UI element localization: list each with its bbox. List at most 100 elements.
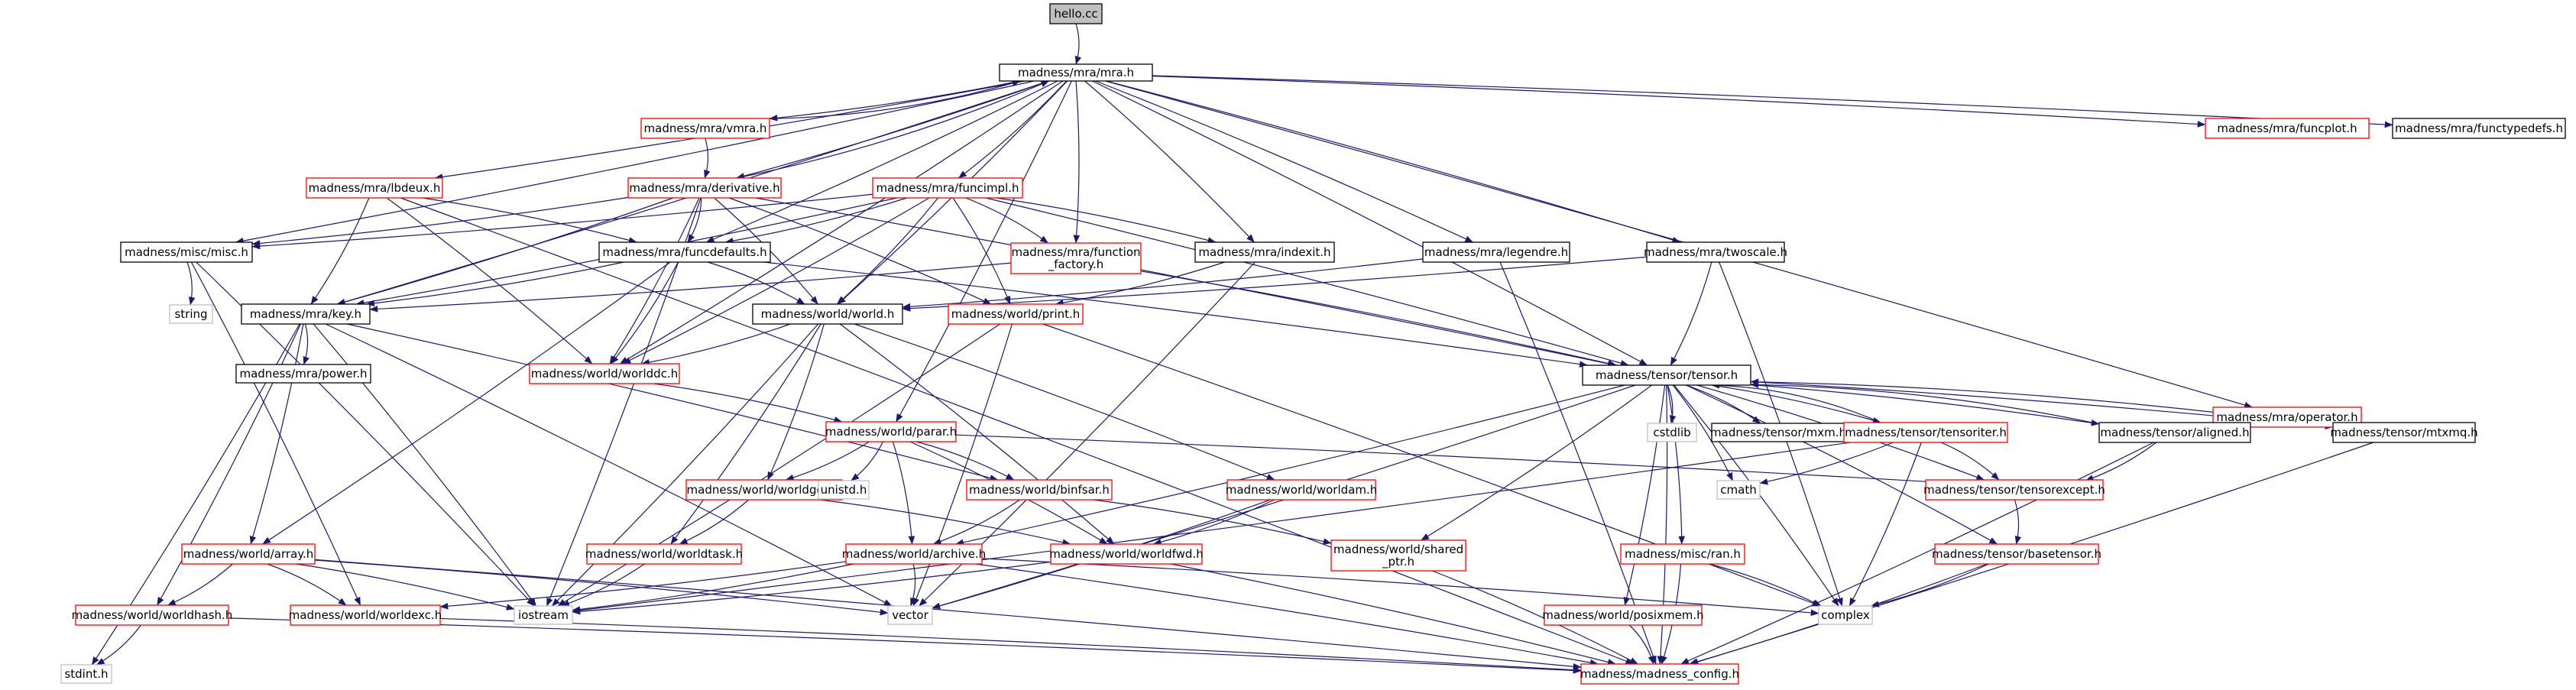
node-box [1010, 242, 1142, 274]
edge-tensoriter_h-to-tensorexcept_h [1940, 442, 2000, 481]
node-label: madness/world/worldhash.h [72, 608, 233, 622]
edge-lbdeux_h-to-key_h [310, 197, 370, 305]
node-misc-h[interactable]: madness/misc/misc.h [120, 241, 253, 263]
node-label: stdint.h [64, 667, 108, 681]
node-worldhash-h[interactable]: madness/world/worldhash.h [72, 604, 233, 626]
node-mra-h[interactable]: madness/mra/mra.h [999, 63, 1153, 82]
node-worldexc-h[interactable]: madness/world/worldexc.h [289, 604, 442, 626]
node-worldgop-h[interactable]: madness/world/worldgop.h [685, 479, 843, 500]
node-label: string [174, 307, 207, 321]
node-worldtask-h[interactable]: madness/world/worldtask.h [585, 543, 743, 565]
node-worldfwd-h[interactable]: madness/world/worldfwd.h [1049, 543, 1204, 565]
edge-aligned_h-to-cstring [2085, 442, 2157, 481]
node-ran-h[interactable]: madness/misc/ran.h [1620, 543, 1745, 565]
node-parar-h[interactable]: madness/world/parar.h [825, 421, 957, 442]
edge-shared_ptr_h-to-madness_config_h [1431, 570, 1638, 665]
node-madness-config-h[interactable]: madness/madness_config.h [1580, 663, 1739, 685]
edge-hello_cc-to-mra_h [1074, 23, 1082, 65]
edge-legendre_h-to-world_h [902, 258, 1424, 310]
node-binfsar-h[interactable]: madness/world/binfsar.h [966, 479, 1113, 500]
edge-key_h-to-iostream [313, 323, 537, 607]
edge-key_h-to-array_h [249, 323, 304, 545]
node-vmra-h[interactable]: madness/mra/vmra.h [640, 118, 770, 139]
node-functypedefs-h[interactable]: madness/mra/functypedefs.h [2392, 118, 2566, 139]
edge-ran_h-to-complex [1709, 563, 1822, 607]
node-tensor-h[interactable]: madness/tensor/tensor.h [1582, 364, 1751, 386]
edge-lbdeux_h-to-worlddc_h [386, 197, 593, 364]
node-worldam-h[interactable]: madness/world/worldam.h [1226, 479, 1377, 500]
node-power-h[interactable]: madness/mra/power.h [235, 364, 371, 384]
edge-tensor_h-to-shared_ptr_h [1421, 384, 1653, 541]
node-box [627, 177, 782, 199]
node-label: vector [892, 608, 928, 622]
node-box [1711, 423, 1845, 442]
node-box [2205, 118, 2370, 139]
node-aligned-h[interactable]: madness/tensor/aligned.h [2098, 422, 2251, 443]
node-tensorexcept-h[interactable]: madness/tensor/tensorexcept.h [1923, 479, 2105, 500]
node-funcdefaults-h[interactable]: madness/mra/funcdefaults.h [598, 241, 771, 263]
node-indexit-h[interactable]: madness/mra/indexit.h [1194, 241, 1335, 263]
node-box [1818, 605, 1873, 625]
node-label: madness/world/worldgop.h [687, 483, 842, 497]
edge-array_h-to-worldhash_h [167, 563, 233, 606]
node-label: madness/world/shared [1333, 543, 1463, 556]
node-cmath: cmath [1716, 480, 1761, 500]
node-box [235, 364, 371, 384]
edge-world_h-to-worldgop_h [767, 323, 825, 481]
node-twoscale-h[interactable]: madness/mra/twoscale.h [1644, 241, 1787, 263]
edge-worldfwd_h-to-madness_config_h [1170, 563, 1616, 666]
node-label: madness/world/world.h [761, 307, 895, 321]
node-shared-ptr-h[interactable]: madness/world/shared_ptr.h [1330, 539, 1466, 572]
edge-tensor_h-to-mxm_h [1686, 384, 1761, 424]
node-worlddc-h[interactable]: madness/world/worlddc.h [529, 363, 680, 384]
node-funcimpl-h[interactable]: madness/mra/funcimpl.h [872, 177, 1023, 199]
edge-worldgop_h-to-worldtask_h [679, 499, 750, 545]
node-box [752, 303, 903, 325]
node-hello-cc[interactable]: hello.cc [1049, 3, 1103, 24]
edge-tensoriter_h-to-tensor_h [1711, 381, 1881, 423]
node-box [1716, 480, 1761, 500]
edge-funcdefaults_h-to-world_h [707, 261, 805, 305]
edge-array_h-to-worldexc_h [267, 563, 347, 606]
node-posixmem-h[interactable]: madness/world/posixmem.h [1542, 604, 1704, 626]
node-box [306, 177, 443, 199]
node-derivative-h[interactable]: madness/mra/derivative.h [627, 177, 782, 199]
edge-key_h-to-binfsar_h [347, 323, 999, 481]
node-funcplot-h[interactable]: madness/mra/funcplot.h [2205, 118, 2370, 139]
node-mxm-h[interactable]: madness/tensor/mxm.h [1710, 423, 1846, 442]
edge-function_factory_h-to-tensor_h [1140, 270, 1617, 367]
edge-mra_h-to-indexit_h [1084, 80, 1255, 243]
edge-world_h-to-worldtask_h [670, 323, 821, 545]
edge-key_h-to-vector [325, 323, 893, 607]
node-mtxmq-h[interactable]: madness/tensor/mtxmq.h [2330, 422, 2478, 443]
node-complex: complex [1818, 605, 1873, 625]
node-function-factory-h[interactable]: madness/mra/function_factory.h [1010, 242, 1142, 274]
edge-worldgop_h-to-worldfwd_h [820, 499, 1071, 546]
node-label: madness/tensor/mtxmq.h [2330, 426, 2477, 439]
node-array-h[interactable]: madness/world/array.h [181, 543, 316, 565]
edge-posixmem_h-to-madness_config_h [1628, 624, 1655, 665]
edge-key_h-to-power_h [303, 323, 309, 365]
node-label: unistd.h [821, 483, 867, 497]
edge-twoscale_h-to-world_h [902, 256, 1648, 312]
node-tensoriter-h[interactable]: madness/tensor/tensoriter.h [1843, 422, 2008, 443]
node-label: madness/mra/operator.h [2216, 410, 2357, 424]
node-lbdeux-h[interactable]: madness/mra/lbdeux.h [306, 177, 443, 199]
node-box [2332, 422, 2476, 443]
node-world-h[interactable]: madness/world/world.h [752, 303, 903, 325]
edge-mra_h-to-funcdefaults_h [705, 80, 1058, 243]
node-archive-h[interactable]: madness/world/archive.h [842, 543, 986, 565]
node-key-h[interactable]: madness/mra/key.h [241, 303, 371, 325]
node-label: madness/world/worldexc.h [289, 608, 442, 622]
edge-print_h-to-vector [912, 323, 1013, 607]
node-box [1843, 422, 2008, 443]
node-label: madness/madness_config.h [1580, 667, 1739, 682]
node-label: cmath [1720, 483, 1756, 497]
node-legendre-h[interactable]: madness/mra/legendre.h [1422, 241, 1570, 263]
node-label: madness/tensor/basetensor.h [1932, 547, 2101, 561]
edge-derivative_h-to-worlddc_h [609, 197, 700, 364]
file-nodes: hello.cc madness/mra/mra.h madness/mra/vmr… [60, 3, 2566, 685]
node-basetensor-h[interactable]: madness/tensor/basetensor.h [1932, 543, 2101, 565]
node-print-h[interactable]: madness/world/print.h [948, 303, 1084, 325]
node-label: madness/tensor/tensorexcept.h [1923, 483, 2105, 497]
